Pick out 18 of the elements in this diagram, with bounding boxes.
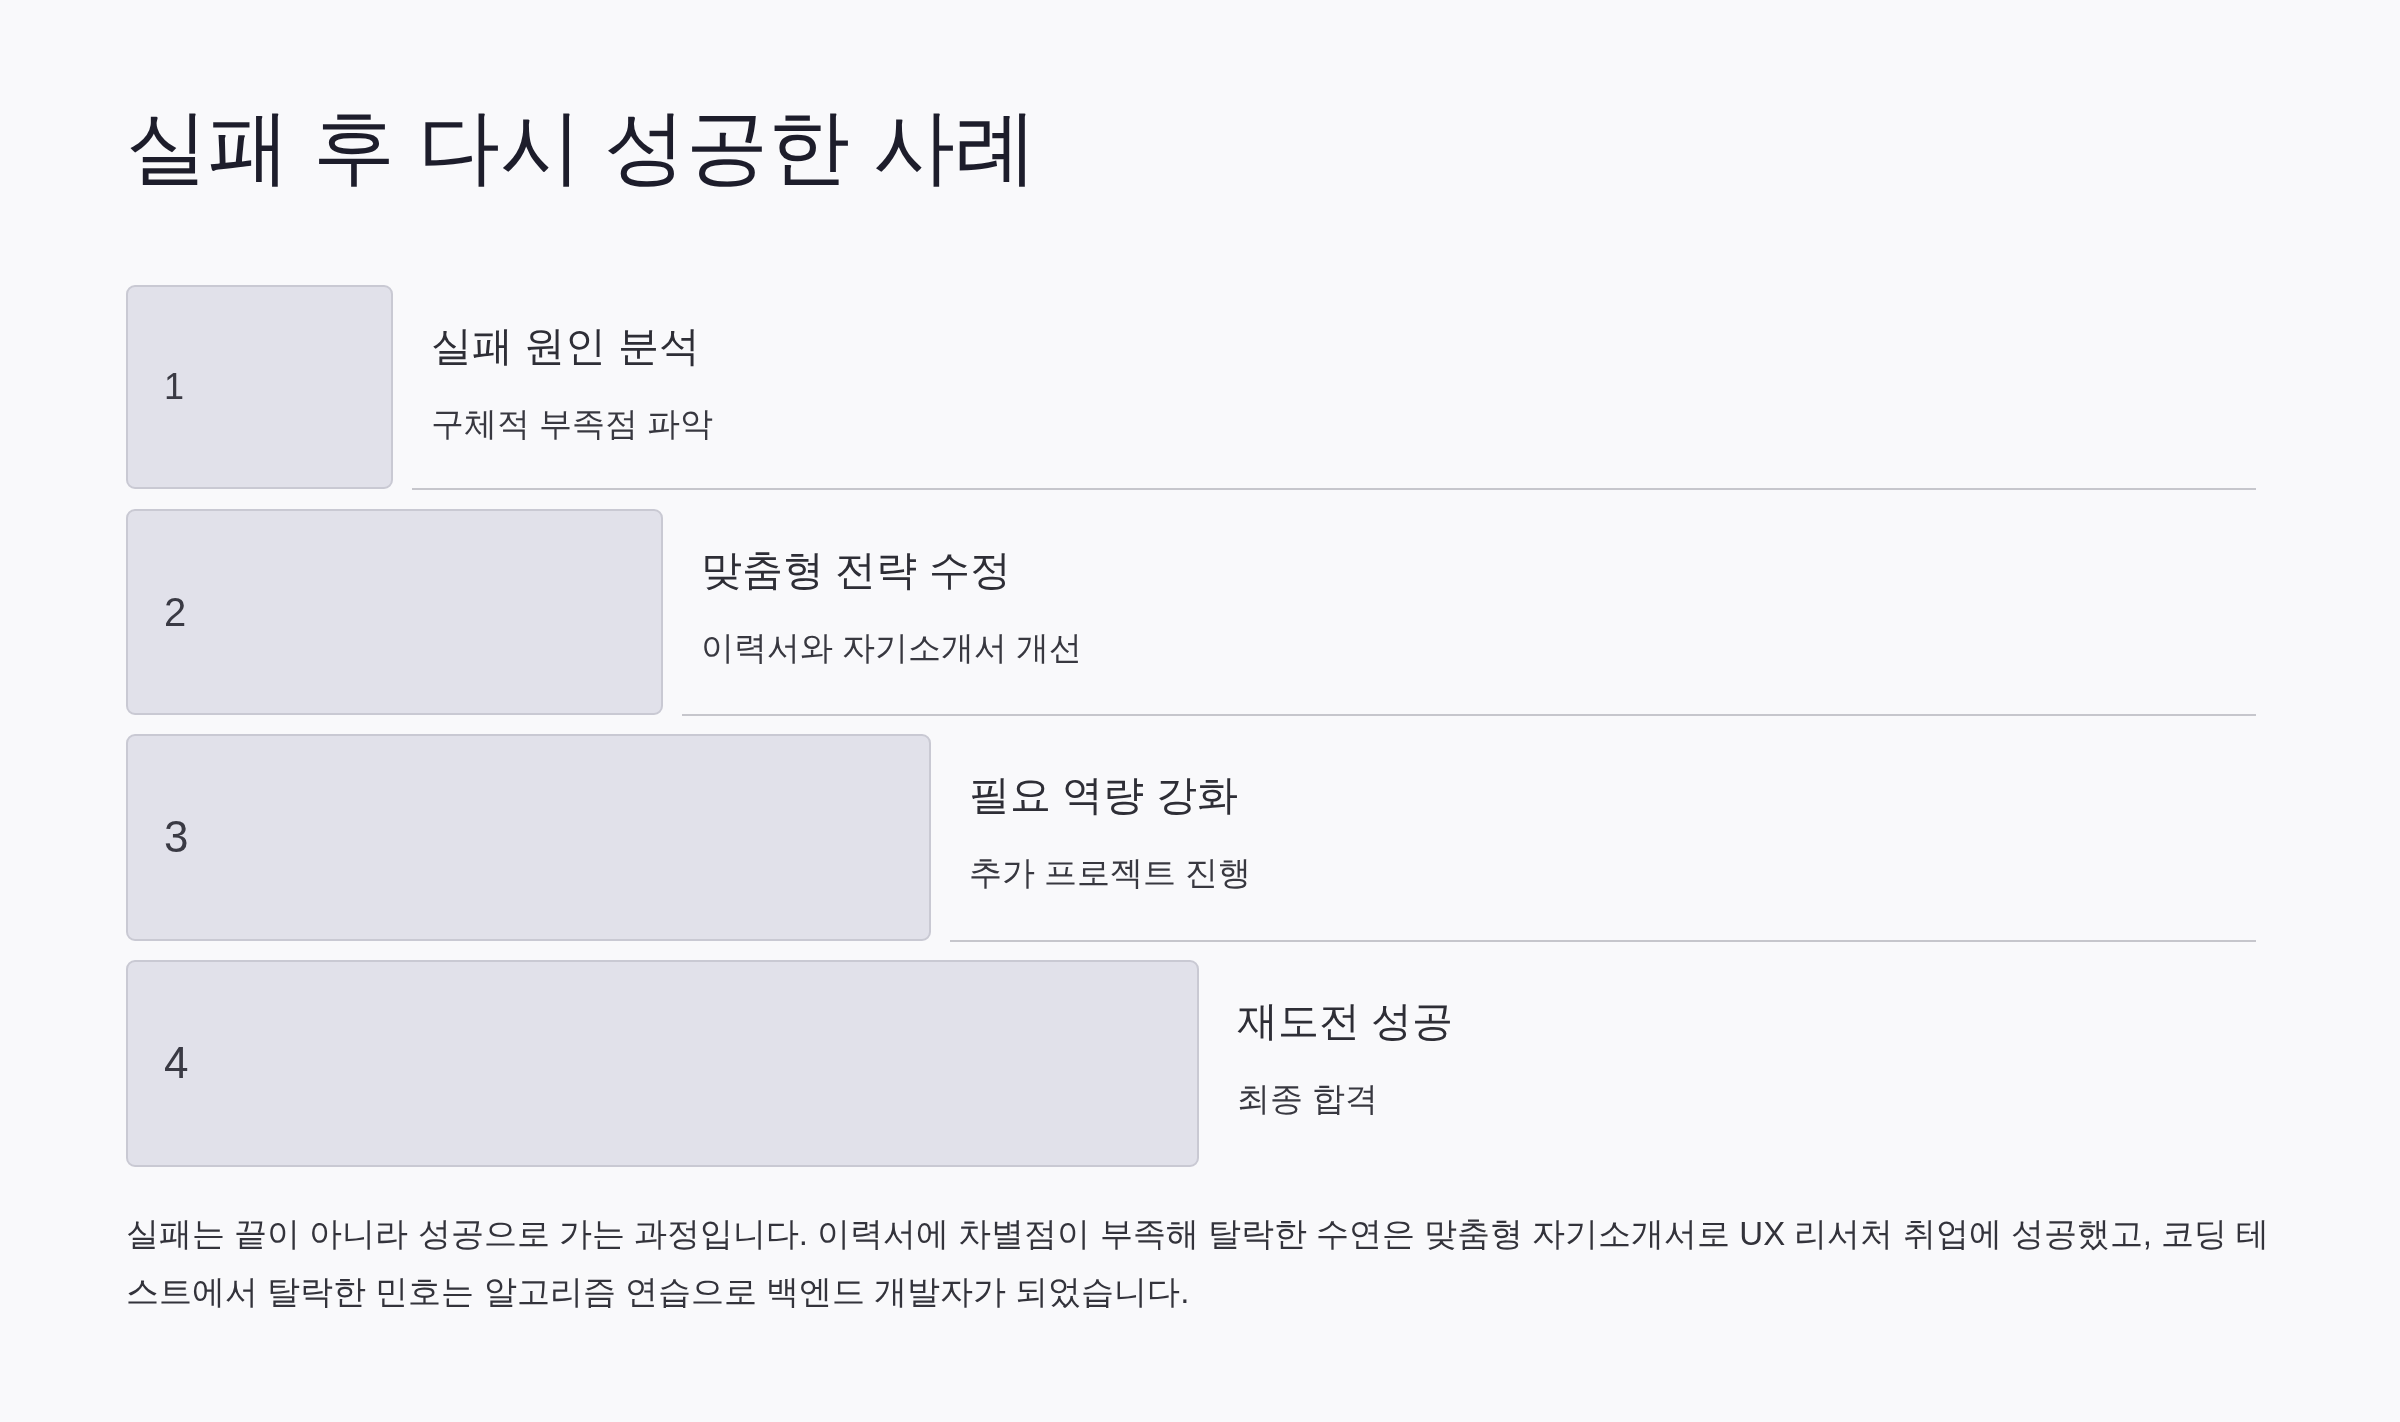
step-box — [126, 960, 1199, 1167]
step-heading: 필요 역량 강화 — [969, 771, 1238, 820]
step-box — [126, 285, 393, 489]
step-description: 최종 합격 — [1237, 1079, 1379, 1119]
step-number: 2 — [164, 589, 187, 636]
step-heading: 맞춤형 전략 수정 — [701, 546, 1011, 595]
step-number: 4 — [164, 1037, 189, 1090]
step-number: 1 — [164, 365, 185, 409]
step-box — [126, 734, 931, 941]
step-description: 구체적 부족점 파악 — [431, 404, 714, 444]
step-box — [126, 509, 663, 715]
step-description: 이력서와 자기소개서 개선 — [701, 628, 1083, 668]
step-heading: 실패 원인 분석 — [431, 322, 700, 371]
caption: 실패는 끝이 아니라 성공으로 가는 과정입니다. 이력서에 차별점이 부족해 탈락한 수연은 맞춤형 자기소개서로 UX 리서처 취업에 성공했고, 코딩 테스트에서 탈락한 민호는 알고리즘 연습으로 백엔드 개발자가 되었습니다. — [126, 1214, 2271, 1312]
title: 실패 후 다시 성공한 사례 — [126, 100, 1038, 194]
step-number: 3 — [164, 811, 189, 864]
step-heading: 재도전 성공 — [1237, 997, 1454, 1046]
step-description: 추가 프로젝트 진행 — [969, 853, 1252, 893]
